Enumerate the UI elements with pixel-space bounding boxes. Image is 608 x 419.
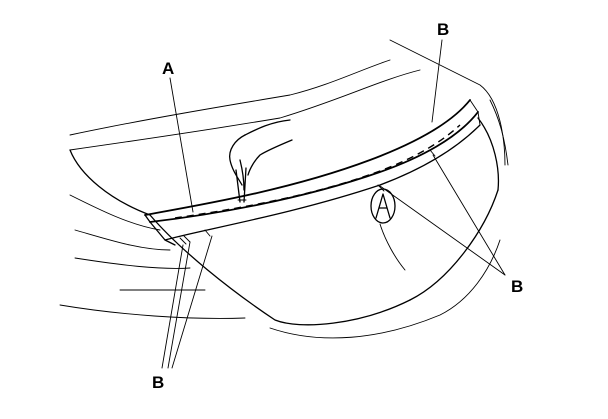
leader-lines [161, 39, 506, 369]
hand-with-tool-icon [229, 119, 293, 203]
trunk-garnish [144, 99, 481, 246]
callout-label-b-bottom: B [152, 373, 164, 392]
clip-b-markers [179, 149, 436, 245]
leader-line-b-bottom-2 [167, 241, 191, 369]
leader-line-b-top [431, 39, 443, 123]
leader-line-b-bottom-1 [161, 244, 184, 369]
leader-line-b-right-2 [432, 154, 506, 276]
emblem [370, 188, 406, 271]
callout-label-b-top: B [437, 20, 449, 39]
callout-label-b-right: B [511, 277, 523, 296]
trunk-lid-outline [59, 99, 509, 339]
leader-line-b-right-1 [379, 185, 506, 276]
leader-line-b-bottom-3 [171, 235, 213, 369]
callout-label-a: A [162, 59, 174, 78]
leader-line-a [169, 77, 194, 213]
